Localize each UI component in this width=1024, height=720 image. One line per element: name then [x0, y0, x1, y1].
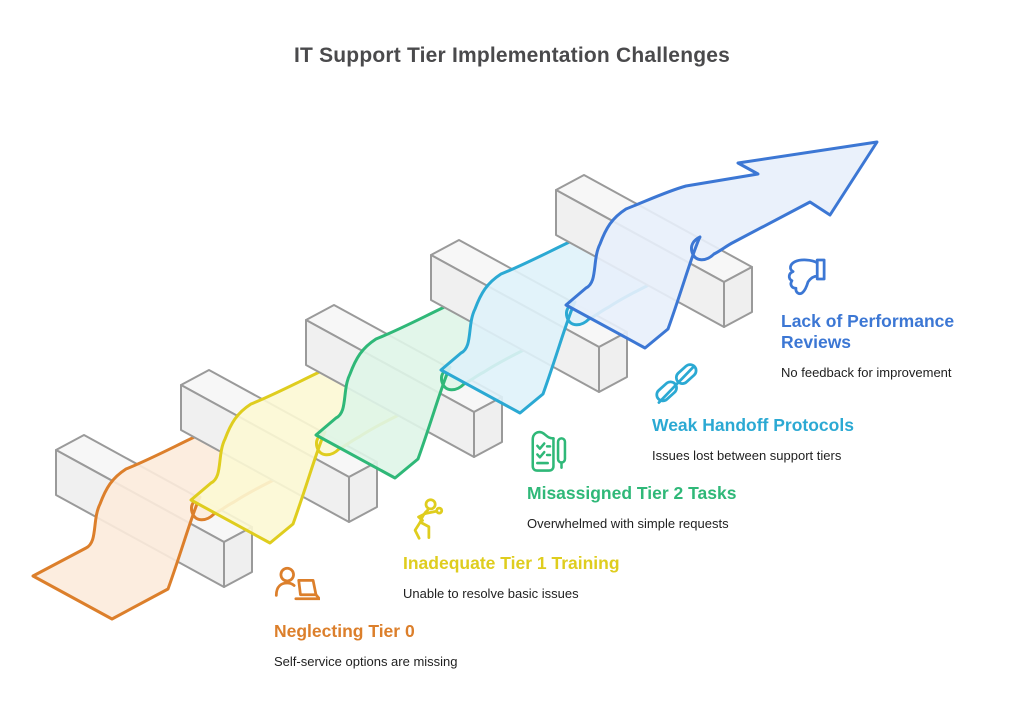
hurdle-end-face: [223, 526, 253, 588]
thumbs-down-icon: [787, 258, 826, 295]
challenge-item-reviews: Lack of Performance Reviews No feedback …: [781, 256, 976, 381]
hurdle-end-face: [598, 331, 628, 393]
challenge-item-tier2: Misassigned Tier 2 Tasks Overwhelmed wit…: [527, 428, 767, 532]
challenge-description: No feedback for improvement: [781, 365, 952, 380]
challenge-description: Self-service options are missing: [274, 654, 458, 669]
challenge-item-tier1: Inadequate Tier 1 Training Unable to res…: [403, 498, 643, 602]
person-laptop-icon: [274, 566, 320, 601]
hurdle-end-face: [473, 396, 503, 458]
page-title: IT Support Tier Implementation Challenge…: [293, 44, 731, 67]
challenge-label: Lack of Performance Reviews: [781, 311, 955, 352]
challenge-label: Inadequate Tier 1 Training: [403, 553, 620, 573]
challenge-label: Weak Handoff Protocols: [652, 415, 854, 435]
challenge-item-tier0: Neglecting Tier 0 Self-service options a…: [274, 566, 514, 670]
ribbon-arrow-segment-5: [564, 140, 879, 350]
challenge-description: Overwhelmed with simple requests: [527, 516, 729, 531]
hurdle-end-face: [348, 461, 378, 523]
knot-icon: [655, 363, 698, 404]
runner-icon: [413, 498, 444, 540]
challenge-item-handoff: Weak Handoff Protocols Issues lost betwe…: [652, 360, 892, 464]
challenge-label: Misassigned Tier 2 Tasks: [527, 483, 737, 503]
hurdle-end-face: [723, 266, 753, 328]
checklist-icon: [531, 430, 567, 472]
hurdle-group-5: [555, 140, 879, 350]
challenge-description: Issues lost between support tiers: [652, 448, 842, 463]
challenge-label: Neglecting Tier 0: [274, 621, 415, 641]
challenge-description: Unable to resolve basic issues: [403, 586, 579, 601]
